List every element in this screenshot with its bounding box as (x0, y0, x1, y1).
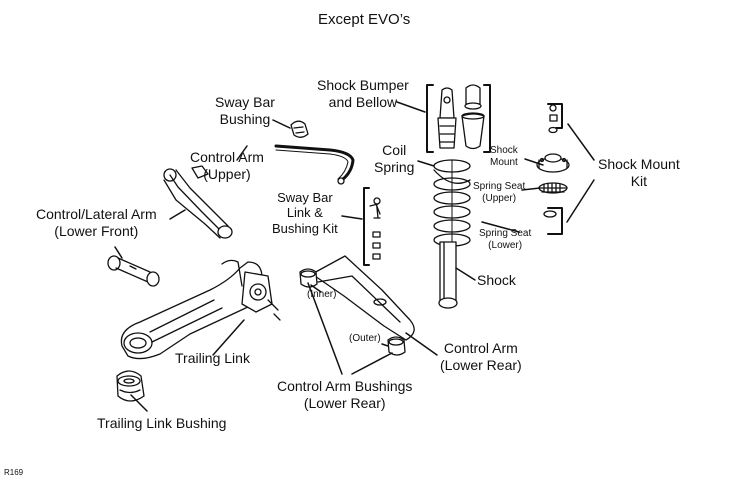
label-shock-bumper-and-bellow: Shock Bumper and Bellow (317, 77, 409, 110)
control-arm-bushings-part (299, 268, 406, 356)
label-spring-seat-upper: Spring Seat (Upper) (473, 181, 525, 205)
label-line: Control/Lateral Arm (36, 206, 157, 222)
label-line: (Lower Rear) (303, 394, 386, 411)
shock-absorber-part (438, 241, 458, 309)
sway-bar-bushing-part (290, 120, 309, 138)
label-line: (Lower Rear) (440, 356, 522, 373)
sway-bar-link-kit-part (363, 187, 381, 266)
label-line: Shock Bumper (317, 77, 409, 93)
label-line: Sway Bar (277, 190, 333, 205)
label-line: Bushing Kit (272, 220, 338, 236)
label-line: Control Arm (190, 149, 264, 165)
coil-spring-part (433, 159, 471, 247)
diagram-title: Except EVO’s (318, 11, 411, 28)
label-control-lateral-arm: Control/Lateral Arm (Lower Front) (36, 206, 157, 239)
label-line: (Upper) (203, 165, 251, 182)
label-shock-mount-kit: Shock Mount Kit (598, 156, 680, 189)
label-coil-spring: Coil Spring (374, 142, 414, 175)
shock-bumper-bellow-part (426, 84, 491, 153)
sway-bar-part (274, 144, 355, 185)
label-line: Mount (490, 156, 518, 168)
label-line: Control Arm (443, 340, 518, 356)
label-sway-bar-link-kit: Sway Bar Link & Bushing Kit (272, 190, 338, 236)
label-line: Kit (630, 172, 648, 189)
label-outer: (Outer) (349, 333, 381, 344)
label-control-arm-lower-rear: Control Arm (Lower Rear) (440, 340, 522, 373)
label-control-arm-upper: Control Arm (Upper) (190, 149, 264, 182)
label-line: Spring (374, 158, 415, 175)
label-line: Spring Seat (479, 228, 532, 239)
label-line: (Lower Front) (54, 222, 139, 239)
label-line: Shock (490, 145, 518, 156)
figure-code: R169 (4, 468, 24, 477)
trailing-link-bushing-part (116, 370, 145, 402)
label-trailing-link-bushing: Trailing Link Bushing (97, 415, 227, 431)
label-line: Link & (286, 205, 323, 221)
label-shock-mount: Shock Mount (490, 145, 518, 169)
label-trailing-link: Trailing Link (175, 350, 250, 366)
label-line: Bushing (219, 110, 271, 127)
label-sway-bar-bushing: Sway Bar Bushing (215, 94, 275, 127)
shock-mount-kit-part (536, 103, 570, 235)
trailing-link-part (120, 259, 281, 360)
label-line: Sway Bar (215, 94, 275, 110)
label-line: Coil (382, 142, 407, 158)
label-shock: Shock (477, 272, 516, 288)
control-arm-upper-part (163, 165, 233, 239)
label-control-arm-bushings: Control Arm Bushings (Lower Rear) (277, 378, 412, 411)
label-spring-seat-lower: Spring Seat (Lower) (479, 228, 531, 252)
label-line: (Lower) (488, 239, 523, 251)
label-inner: (Inner) (307, 289, 337, 300)
label-line: Spring Seat (473, 181, 526, 192)
label-line: and Bellow (328, 93, 398, 110)
label-line: Shock Mount (598, 156, 680, 172)
control-arm-lower-rear-part (311, 255, 415, 341)
leader-lines (114, 101, 595, 412)
control-lateral-arm-part (107, 255, 160, 287)
label-line: (Upper) (482, 192, 517, 204)
label-line: Control Arm Bushings (277, 378, 413, 394)
